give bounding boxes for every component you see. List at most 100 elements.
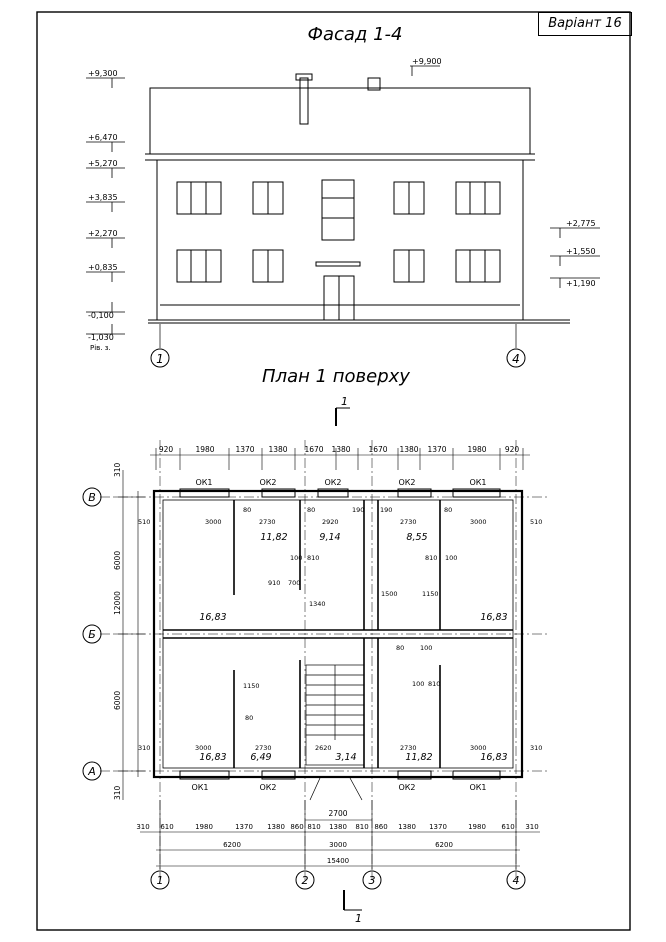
window-label: ОК1 xyxy=(195,478,212,487)
dim-label: 920 xyxy=(505,445,520,454)
dim-label: 310 xyxy=(113,785,122,800)
plan-note: 80 xyxy=(307,506,315,514)
dim-label: 3000 xyxy=(329,841,347,849)
section-mark-label: 1 xyxy=(341,395,348,408)
level-mark: +5,270 xyxy=(88,159,118,168)
window-label: ОК1 xyxy=(469,478,486,487)
plan-note: 310 xyxy=(138,744,150,752)
dim-label: 12000 xyxy=(113,591,122,615)
axis-label: 4 xyxy=(512,352,520,366)
room-area: 8,55 xyxy=(406,532,427,543)
dim-label: 1980 xyxy=(468,823,486,831)
window-label: ОК2 xyxy=(259,783,276,792)
plan-note: 2730 xyxy=(400,744,417,752)
dim-label: 1980 xyxy=(195,445,214,454)
plan-note: 3000 xyxy=(205,518,222,526)
dim-label: 610 xyxy=(160,823,173,831)
plan-note: 2620 xyxy=(315,744,332,752)
section-mark-label: 1 xyxy=(355,912,362,925)
plan-window-openings xyxy=(179,488,501,780)
dim-label: 1370 xyxy=(235,823,253,831)
dim-label: 6200 xyxy=(435,841,453,849)
plan-note: 3000 xyxy=(195,744,212,752)
section-mark-bottom xyxy=(343,890,362,911)
plan-note: 80 xyxy=(245,714,253,722)
plan-note: 1150 xyxy=(243,682,260,690)
axis-label: 1 xyxy=(157,874,164,887)
window-label: ОК1 xyxy=(191,783,208,792)
dim-chain-bottom xyxy=(140,800,540,870)
axis-label: 4 xyxy=(513,874,520,887)
dim-label: 310 xyxy=(525,823,538,831)
dim-label: 810 xyxy=(307,823,320,831)
dim-label: 860 xyxy=(374,823,387,831)
dim-label: 310 xyxy=(136,823,149,831)
facade-roof xyxy=(145,73,535,161)
level-mark: +2,775 xyxy=(566,219,596,228)
dim-label: 810 xyxy=(355,823,368,831)
dim-label: 1370 xyxy=(429,823,447,831)
dim-label: 1370 xyxy=(235,445,254,454)
plan-note: 810 xyxy=(428,680,440,688)
window-label: ОК2 xyxy=(398,478,415,487)
level-mark: -1,030 xyxy=(88,333,114,342)
level-mark: +0,835 xyxy=(88,263,118,272)
dim-label: 610 xyxy=(501,823,514,831)
dim-label: 6200 xyxy=(223,841,241,849)
plan-note: 80 xyxy=(243,506,251,514)
axis-label: 3 xyxy=(369,874,376,887)
window-label: ОК2 xyxy=(324,478,341,487)
level-mark: +9,300 xyxy=(88,69,118,78)
room-area: 16,83 xyxy=(199,752,226,763)
axis-label: А xyxy=(87,765,96,778)
dim-label: 1670 xyxy=(368,445,387,454)
level-mark: +6,470 xyxy=(88,133,118,142)
plan-note: 2730 xyxy=(259,518,276,526)
dim-label: 15400 xyxy=(327,857,349,865)
plan-note: 510 xyxy=(138,518,150,526)
sheet-frame xyxy=(36,11,631,931)
axis-label: В xyxy=(88,491,96,504)
room-area: 16,83 xyxy=(199,612,226,623)
dim-label: 1380 xyxy=(399,445,418,454)
plan-note: 2730 xyxy=(255,744,272,752)
level-mark: +3,835 xyxy=(88,193,118,202)
room-area: 6,49 xyxy=(250,752,271,763)
plan-note: 310 xyxy=(530,744,542,752)
dim-label: 2700 xyxy=(328,809,347,818)
facade-axes xyxy=(150,324,526,368)
dim-label: 6000 xyxy=(113,691,122,710)
dim-label: 310 xyxy=(113,462,122,477)
room-area: 11,82 xyxy=(405,752,432,763)
plan-notes: 510 3000 2730 2920 2730 3000 510 80 80 8… xyxy=(138,506,542,752)
plan-note: 2920 xyxy=(322,518,339,526)
dim-label: 1380 xyxy=(268,445,287,454)
plan-note: 190 xyxy=(380,506,392,514)
plan-note: 1150 xyxy=(422,590,439,598)
plan-note: 80 xyxy=(444,506,452,514)
plan-inner-walls xyxy=(163,500,513,768)
ground-note: Рів. з. xyxy=(90,344,111,352)
level-mark: +1,190 xyxy=(566,279,596,288)
dim-label: 920 xyxy=(159,445,174,454)
room-area: 16,83 xyxy=(480,752,507,763)
plan-note: 910 xyxy=(268,579,280,587)
room-area: 3,14 xyxy=(335,752,356,763)
dim-label: 1370 xyxy=(427,445,446,454)
plan-note: 80 xyxy=(396,644,404,652)
facade-windows xyxy=(176,179,501,321)
window-label: ОК1 xyxy=(469,783,486,792)
dim-chain-top xyxy=(150,448,530,470)
plan-note: 700 xyxy=(288,579,300,587)
dim-label: 1380 xyxy=(267,823,285,831)
level-mark-top: +9,900 xyxy=(412,57,442,66)
level-mark: -0,100 xyxy=(88,311,114,320)
plan-note: 100 xyxy=(420,644,432,652)
room-area: 16,83 xyxy=(480,612,507,623)
plan-note: 3000 xyxy=(470,744,487,752)
level-mark: +2,270 xyxy=(88,229,118,238)
plan-staircase xyxy=(305,664,365,801)
plan-note: 100 xyxy=(445,554,457,562)
